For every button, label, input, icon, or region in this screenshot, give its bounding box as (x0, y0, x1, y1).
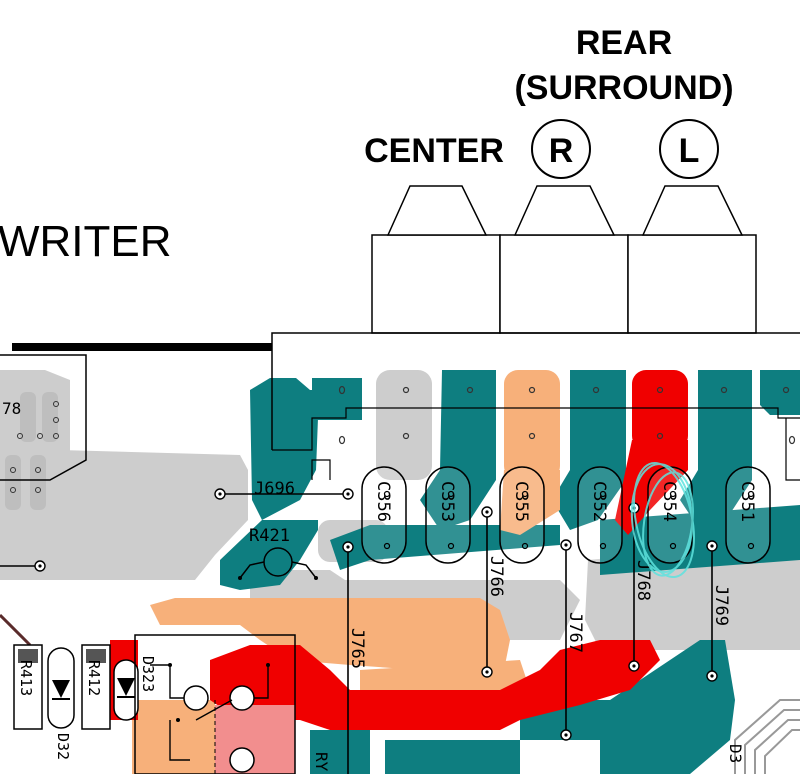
capacitor-lead-hole (669, 542, 677, 550)
jumper-label-j766: J766 (486, 556, 506, 597)
capacitor-label: C354 (659, 481, 679, 522)
diode-label-d323: D323 (139, 656, 157, 692)
right-channel-label: R (549, 132, 574, 170)
capacitor-c355: C355 (499, 466, 545, 564)
jumper-wires (0, 493, 713, 774)
capacitor-row: C356 C353 C355 C352 C354 C351 (361, 466, 771, 564)
capacitor-lead-hole (747, 490, 755, 498)
capacitor-label: C356 (373, 481, 393, 522)
jumper-label-j768: J768 (633, 560, 653, 601)
orange-copper-layer (132, 370, 560, 774)
jumper-label-j767: J767 (565, 612, 585, 653)
center-label: CENTER (364, 132, 504, 170)
capacitor-label: C352 (589, 481, 609, 522)
resistor-label-r412: R412 (85, 660, 103, 696)
bottom-left-components: R413 D32 R412 D323 RY (0, 613, 331, 774)
jumper-labels: J696 J765 J766 J767 J768 J769 (254, 479, 731, 669)
capacitor-label: C355 (511, 481, 531, 522)
capacitor-c353: C353 (425, 466, 471, 564)
thick-trace (12, 343, 272, 351)
capacitor-c354: C354 (647, 466, 693, 564)
capacitor-lead-hole (383, 542, 391, 550)
capacitor-body (725, 466, 771, 564)
highlight-annotation (630, 461, 695, 579)
capacitor-lead-hole (447, 490, 455, 498)
left-channel-label: L (679, 132, 700, 170)
partial-ref-ry: RY (312, 752, 331, 772)
capacitor-body (425, 466, 471, 564)
bottom-right-traces (734, 699, 800, 774)
jumper-pad-dots (38, 492, 714, 737)
capacitor-c352: C352 (577, 466, 623, 564)
rear-label: REAR (576, 24, 672, 62)
surround-label: (SURROUND) (514, 69, 733, 107)
capacitor-lead-hole (447, 542, 455, 550)
capacitor-body (499, 466, 545, 564)
red-copper-layer (110, 370, 688, 730)
capacitor-lead-hole (599, 542, 607, 550)
capacitor-label: C351 (737, 481, 757, 522)
jumper-label-j696: J696 (254, 479, 295, 499)
capacitor-c351: C351 (725, 466, 771, 564)
capacitor-lead-hole (599, 490, 607, 498)
diode-label-d32: D32 (54, 733, 72, 760)
connector-pin-holes (338, 385, 796, 445)
capacitor-lead-hole (521, 542, 529, 550)
jumper-label-j765: J765 (347, 628, 367, 669)
writer-label: WRITER (0, 217, 172, 266)
partial-ref-78: 78 (2, 399, 21, 418)
header-labels: REAR (SURROUND) CENTER R L WRITER (0, 24, 734, 266)
capacitor-body (577, 466, 623, 564)
capacitor-label: C353 (437, 481, 457, 522)
rca-connector-block (271, 185, 800, 481)
left-channel-circle (659, 119, 719, 179)
capacitor-lead-hole (747, 542, 755, 550)
resistor-label-r421: R421 (249, 526, 290, 546)
capacitor-lead-hole (521, 490, 529, 498)
right-channel-circle (531, 119, 591, 179)
capacitor-body (361, 466, 407, 564)
capacitor-c356: C356 (361, 466, 407, 564)
capacitor-lead-hole (669, 490, 677, 498)
left-pad-cluster: 78 (0, 354, 87, 510)
capacitor-lead-hole (383, 490, 391, 498)
partial-ref-d3: D3 (726, 744, 745, 763)
resistor-r421: R421 (238, 526, 318, 580)
teal-copper-layer (220, 370, 800, 774)
resistor-label-r413: R413 (17, 660, 35, 696)
jumper-label-j769: J769 (711, 585, 731, 626)
pink-copper-layer (215, 705, 295, 774)
